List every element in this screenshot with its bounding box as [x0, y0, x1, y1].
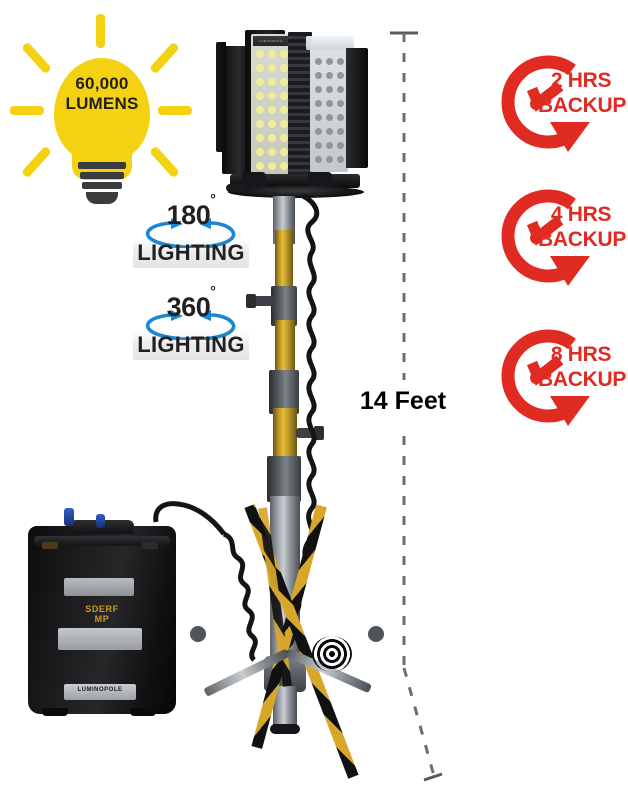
measure-dash-angled [402, 667, 436, 777]
tripod-strut-pivot-right [368, 626, 384, 642]
backup-badge-4hrs-text: 4 HRS BACKUP [538, 202, 627, 252]
battery-info-plate [58, 628, 142, 650]
lumens-value: 60,000 [75, 74, 129, 93]
bulb-base-tip [86, 192, 118, 204]
battery-connector-left[interactable] [64, 508, 74, 526]
lighting-badge-360: 360° LIGHTING [127, 283, 255, 362]
lighting-180-value: 180 [166, 200, 211, 230]
lighting-badge-360-bar [133, 330, 249, 360]
bulb-base-ring-2 [80, 172, 124, 179]
lighting-360-degree-symbol: ° [210, 282, 216, 299]
light-heatsink-fins [288, 32, 312, 182]
battery-case-lid-seam [34, 536, 170, 546]
measure-tick-bottom [423, 772, 443, 782]
lighting-360-value: 360 [166, 292, 211, 322]
lighting-badge-360-degrees: 360° [127, 283, 255, 323]
mast-collar-3 [267, 456, 301, 502]
backup-badge-8hrs: 8 HRS BACKUP [476, 316, 626, 436]
bulb-base-ring-3 [82, 182, 122, 189]
lighting-badge-180-bar [133, 238, 249, 268]
backup-word-2: BACKUP [538, 94, 627, 117]
cable-bundle-at-base [312, 636, 352, 672]
bulb-ray-bottom-left [21, 145, 52, 179]
backup-badge-8hrs-text: 8 HRS BACKUP [538, 342, 627, 392]
mast-gold-section-1 [275, 230, 293, 292]
battery-case-latch-right[interactable] [142, 542, 158, 549]
battery-model-line-2: MP [94, 614, 110, 624]
light-panel-right [346, 48, 368, 168]
lumens-unit: LUMENS [65, 94, 139, 113]
backup-badge-2hrs: 2 HRS BACKUP [476, 42, 626, 162]
coiled-cable-to-battery [153, 501, 258, 662]
mast-lock-handle-2[interactable] [314, 426, 324, 440]
bulb-ray-top-left [21, 41, 52, 75]
bulb-ray-right [158, 106, 192, 115]
led-panel-brand-strip: LUMINOPOLE [253, 36, 289, 46]
clock-arrow-icon [501, 329, 590, 426]
lighting-badge-180-label: LIGHTING [137, 240, 245, 265]
bulb-ray-top-right [149, 41, 180, 75]
light-head-adjust-knob [226, 184, 246, 192]
battery-connector-right[interactable] [96, 514, 105, 528]
battery-spec-plate [64, 578, 134, 596]
mast-collar-1 [271, 286, 297, 326]
lighting-badge-180: 180° LIGHTING [127, 191, 255, 270]
lighting-badge-180-degrees: 180° [127, 191, 255, 231]
mast-lock-knob-2[interactable] [296, 428, 318, 438]
backup-badge-2hrs-text: 2 HRS BACKUP [538, 68, 627, 118]
tripod-center-post [273, 686, 297, 730]
battery-brand-plate: LUMINOPOLE [64, 684, 136, 700]
product-illustration: LUMINOPOLE [20, 8, 420, 798]
battery-model-line-1: SDERF [85, 604, 119, 614]
lighting-badge-360-label: LIGHTING [137, 332, 245, 357]
backup-hours-4: 4 HRS [550, 203, 612, 226]
lumens-text: 60,000 LUMENS [54, 74, 150, 114]
battery-case-latch-left[interactable] [42, 542, 58, 549]
light-heatsink-left [216, 42, 226, 152]
battery-case-foot-right [130, 708, 156, 716]
lumens-badge: 60,000 LUMENS [8, 10, 193, 210]
battery-model-label: SDERF MP [28, 604, 176, 624]
bulb-ray-bottom-right [149, 145, 180, 179]
clock-arrow-icon [501, 189, 590, 286]
tripod-center-foot [270, 724, 300, 734]
bulb-ray-top [96, 14, 105, 48]
backup-word-4: BACKUP [538, 228, 627, 251]
height-label: 14 Feet [348, 385, 458, 418]
lighting-180-degree-symbol: ° [210, 190, 216, 207]
battery-case-body [28, 526, 176, 714]
led-panel-right-glass [306, 36, 354, 50]
mast-lock-handle-1[interactable] [246, 294, 256, 308]
clock-arrow-icon [501, 55, 590, 152]
rotation-arrow-icon [145, 218, 236, 248]
mast-gold-section-2 [275, 320, 295, 380]
tripod-strut-pivot-left [190, 626, 206, 642]
light-head-base-plate [228, 186, 364, 198]
backup-badge-4hrs: 4 HRS BACKUP [476, 176, 626, 296]
mast-lock-knob-1[interactable] [252, 296, 274, 306]
mast-collar-2 [269, 370, 299, 414]
bulb-base-ring-1 [78, 162, 126, 169]
bulb-ray-left [10, 106, 44, 115]
backup-word-8: BACKUP [538, 368, 627, 391]
mast-gold-section-3 [273, 408, 297, 464]
rotation-arrow-icon [145, 310, 236, 340]
battery-case-foot-left [42, 708, 68, 716]
backup-hours-2: 2 HRS [550, 69, 612, 92]
height-measurement-line [390, 31, 443, 782]
backup-hours-8: 8 HRS [550, 343, 612, 366]
